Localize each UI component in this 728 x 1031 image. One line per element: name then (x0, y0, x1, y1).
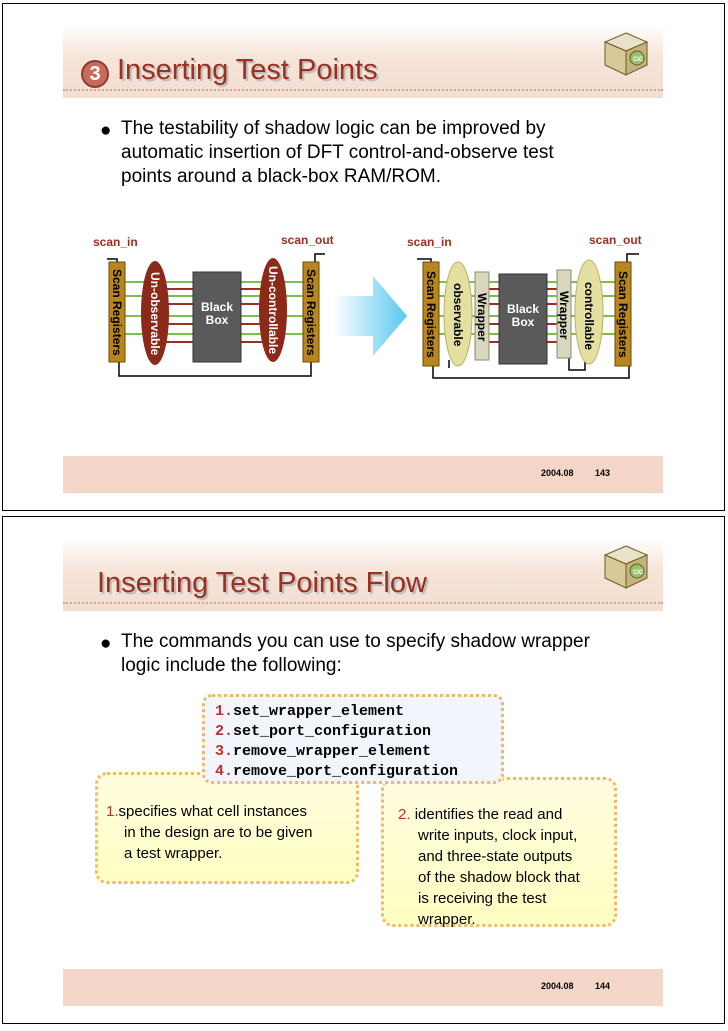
svg-text:CIC: CIC (633, 570, 644, 576)
command-text: set_wrapper_element (233, 703, 405, 720)
bullet-line: logic include the following: (121, 655, 342, 676)
note-line: is receiving the test (418, 890, 547, 907)
scan-registers-label: Scan Registers (424, 270, 438, 358)
bullet-dot: ● (100, 120, 112, 141)
command-number: 1. (215, 703, 234, 720)
bullet-line: The testability of shadow logic can be i… (121, 118, 546, 139)
bullet-dot: ● (100, 633, 112, 654)
command-text: remove_port_configuration (233, 763, 459, 780)
title-band (63, 537, 663, 611)
command-item: 4.remove_port_configuration (215, 763, 458, 780)
svg-text:CIC: CIC (633, 57, 644, 63)
black-box-line: Box (205, 313, 229, 327)
note-line: 1.specifies what cell instances (106, 801, 356, 822)
controllable-label: controllable (582, 281, 596, 350)
footer-page-number: 144 (595, 981, 611, 991)
footer-date: 2004.08 (541, 981, 574, 991)
black-box-line: Box (511, 315, 535, 329)
footer-page-number: 143 (595, 468, 611, 478)
bullet-line: points around a black-box RAM/ROM. (121, 166, 441, 187)
cic-cube-logo-icon: CIC (603, 545, 649, 589)
diagram-after-wiring (417, 253, 639, 379)
bullet-text: The commands you can use to specify shad… (121, 630, 641, 678)
bullet-text: The testability of shadow logic can be i… (121, 117, 641, 189)
note-line: a test wrapper. (124, 845, 223, 862)
command-text: remove_wrapper_element (233, 743, 432, 760)
wrapper-label: Wrapper (557, 290, 571, 340)
diagram-before-wiring (107, 253, 325, 377)
title-band (63, 24, 663, 98)
cic-cube-logo-icon: CIC (603, 32, 649, 76)
command-text: set_port_configuration (233, 723, 432, 740)
note-text: identifies the read and (414, 806, 563, 823)
scan-out-label: scan_out (281, 233, 334, 247)
scan-out-label: scan_out (589, 233, 642, 247)
footer-date: 2004.08 (541, 468, 574, 478)
transform-arrow-icon (333, 276, 407, 356)
command-item: 2.set_port_configuration (215, 723, 431, 740)
black-box-line: Black (200, 300, 234, 314)
note-text: specifies what cell instances (118, 803, 307, 820)
slide-144: CIC Inserting Test Points Flow ● The com… (2, 516, 725, 1024)
title-band-divider (63, 89, 663, 91)
note-line: 2. identifies the read and (398, 804, 614, 825)
command-item: 1.set_wrapper_element (215, 703, 404, 720)
slide-title: Inserting Test Points Flow (97, 567, 427, 599)
note-set-wrapper-element: 1.specifies what cell instances in the d… (95, 772, 359, 884)
slide-title: Inserting Test Points (117, 54, 378, 86)
slide-143: CIC 3 Inserting Test Points ● The testab… (2, 3, 725, 511)
black-box-line: Black (506, 302, 540, 316)
command-number: 4. (215, 763, 234, 780)
note-line: in the design are to be given (124, 824, 313, 841)
note-set-port-configuration: 2. identifies the read and write inputs,… (381, 777, 617, 928)
slide-footer: 2004.08 143 (63, 456, 663, 493)
uncontrollable-label: Un-controllable (266, 266, 280, 355)
slide-footer: 2004.08 144 (63, 969, 663, 1006)
bullet-line: The commands you can use to specify shad… (121, 631, 590, 652)
note-line: of the shadow block that (418, 869, 580, 886)
unobservable-label: Un-observable (148, 272, 162, 356)
command-number: 3. (215, 743, 234, 760)
note-line: wrapper. (418, 911, 476, 928)
observable-label: observable (451, 283, 465, 347)
command-item: 3.remove_wrapper_element (215, 743, 431, 760)
wrapper-label: Wrapper (475, 292, 489, 342)
note-number: 2. (398, 806, 411, 823)
scan-registers-label: Scan Registers (110, 268, 124, 356)
note-number: 1. (106, 803, 119, 820)
section-number-badge: 3 (81, 60, 109, 88)
scan-in-label: scan_in (407, 235, 452, 249)
note-line: and three-state outputs (418, 848, 573, 865)
black-box-label: Black Box (193, 301, 241, 327)
bullet-line: automatic insertion of DFT control-and-o… (121, 142, 554, 163)
scan-registers-label: Scan Registers (304, 268, 318, 356)
command-list-box: 1.set_wrapper_element 2.set_port_configu… (202, 694, 504, 784)
title-band-divider (63, 602, 663, 604)
note-line: write inputs, clock input, (418, 827, 578, 844)
black-box-label: Black Box (499, 303, 547, 329)
command-number: 2. (215, 723, 234, 740)
scan-in-label: scan_in (93, 235, 138, 249)
scan-registers-label: Scan Registers (616, 270, 630, 358)
